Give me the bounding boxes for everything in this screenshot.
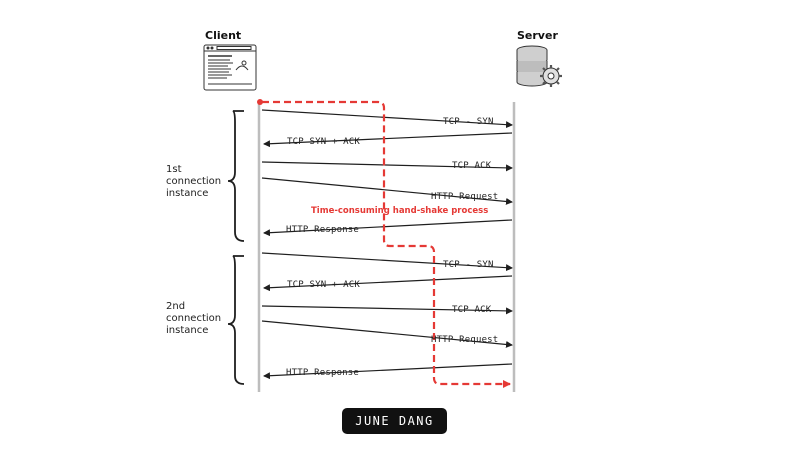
label-tcp-synack-2: TCP SYN + ACK [287, 280, 361, 290]
second-instance-line-3: instance [166, 325, 209, 336]
handshake-annotation: Time-consuming hand-shake process [311, 206, 489, 216]
second-instance-line-1: 2nd [166, 301, 186, 312]
label-tcp-syn-1: TCP - SYN [443, 117, 494, 127]
second-instance-brace [227, 255, 245, 385]
arrow-tcp-synack-2 [263, 275, 513, 292]
label-http-request-1: HTTP Request [431, 192, 499, 202]
handshake-start-dot [257, 99, 263, 105]
label-http-request-2: HTTP Request [431, 335, 499, 345]
first-instance-line-3: instance [166, 188, 209, 199]
arrow-tcp-ack-1 [261, 161, 513, 172]
server-label: Server [517, 29, 558, 42]
label-tcp-ack-1: TCP ACK [452, 161, 492, 171]
arrow-http-request-2 [261, 320, 513, 348]
second-instance-line-2: connection [166, 313, 222, 324]
label-tcp-ack-2: TCP ACK [452, 305, 492, 315]
arrow-http-response-1 [263, 219, 513, 237]
first-instance-brace [227, 110, 245, 242]
label-http-response-2: HTTP Response [286, 368, 360, 378]
database-server-gear-icon [516, 45, 562, 87]
label-tcp-synack-1: TCP SYN + ACK [287, 137, 361, 147]
arrow-tcp-synack-1 [263, 132, 513, 148]
client-label: Client [205, 29, 242, 42]
arrow-tcp-syn-1 [261, 109, 513, 129]
handshake-path [262, 100, 511, 388]
arrow-tcp-syn-2 [261, 252, 513, 272]
browser-window-icon [203, 44, 257, 91]
second-instance-label: 2nd connection instance [166, 301, 221, 337]
label-tcp-syn-2: TCP - SYN [443, 260, 494, 270]
label-http-response-1: HTTP Response [286, 225, 360, 235]
arrow-http-request-1 [261, 177, 513, 205]
first-instance-line-2: connection [166, 176, 222, 187]
first-instance-label: 1st connection instance [166, 164, 221, 200]
first-instance-line-1: 1st [166, 164, 182, 175]
arrow-tcp-ack-2 [261, 305, 513, 315]
arrow-http-response-2 [263, 363, 513, 380]
author-badge: JUNE DANG [342, 408, 447, 434]
